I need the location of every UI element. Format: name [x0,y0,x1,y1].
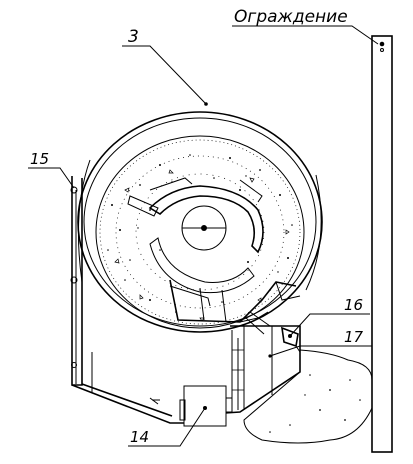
fence-post [371,35,393,453]
callout-14: 14 [130,428,149,446]
rotor [127,177,301,335]
callout-3: 3 [128,27,139,47]
clamp-bracket [281,326,301,353]
callout-15: 15 [30,150,49,168]
rotating-disc [95,135,305,329]
disc-chips [114,169,290,322]
stone-slab [243,349,373,444]
drum-guard [77,111,323,333]
drive-box [179,385,233,427]
leader-lines [28,25,379,447]
disc-texture [107,154,293,313]
callout-17: 17 [344,328,364,346]
callout-16: 16 [344,296,363,314]
fence-label: Ограждение [234,7,348,27]
labels: Ограждение 3 15 16 17 14 [30,7,364,446]
